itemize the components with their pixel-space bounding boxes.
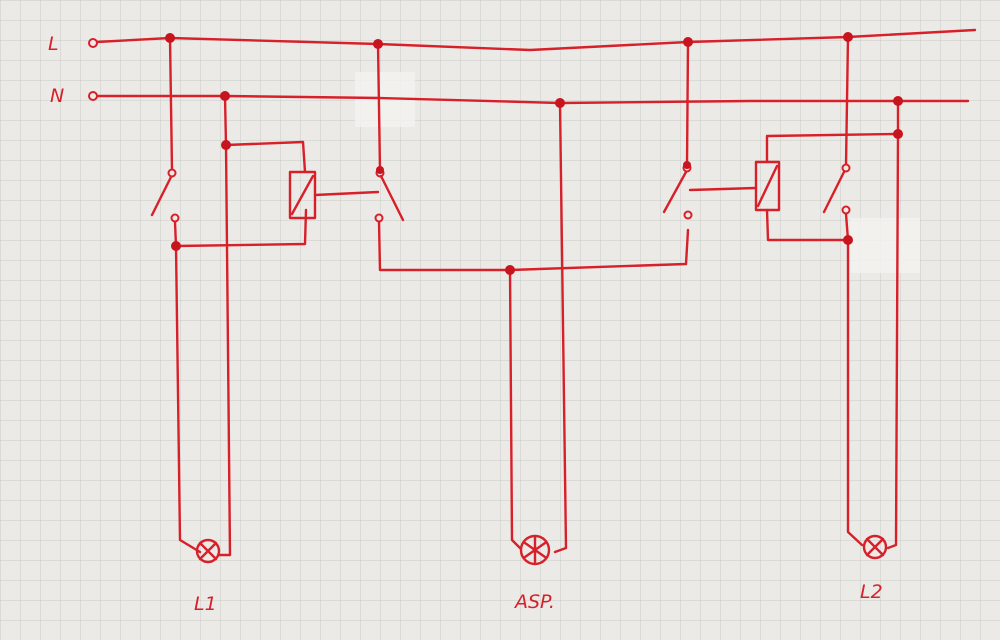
neutral-bus-label: N [50,85,64,107]
lamp2-label: L2 [860,581,883,603]
junction-dots [165,32,903,275]
relay1-contact-switch [150,173,174,217]
live-terminal [88,38,98,48]
fan-label: ASP. [513,591,555,613]
pushbutton-contact [379,174,405,222]
relay2-pushbutton-contact [662,170,688,214]
lamp1-label: L1 [194,593,217,615]
live-bus-label: L [48,33,59,55]
neutral-bus-wire [94,94,970,105]
tape-patch [850,218,920,273]
lamp1-icon [195,538,221,564]
lamp2-icon [862,534,888,560]
lamp1-circuit [150,36,380,557]
fan-icon [519,534,551,566]
relay2-contact-switch [822,170,846,214]
neutral-terminal [88,91,98,101]
